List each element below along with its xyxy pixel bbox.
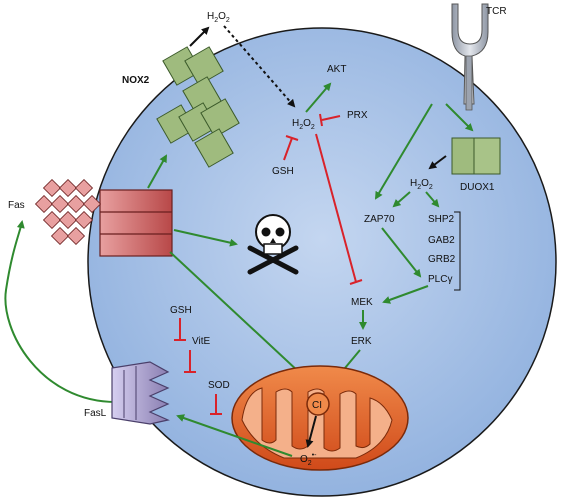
nox2-to-h2o2-arrow: [189, 26, 210, 47]
vite-inhibition-bar: [184, 350, 196, 373]
adaptor-complex-bracket: [454, 211, 461, 291]
duox1-to-h2o2-arrow: [428, 155, 447, 170]
skull-and-crossbones-icon: [247, 214, 299, 275]
fasl-ligand-icon: [111, 361, 170, 425]
tcr-receptor-icon: [451, 3, 489, 111]
sod-label: SOD: [208, 380, 230, 391]
fas-to-death-arrow: [173, 229, 238, 247]
tcr-to-duox1-arrow: [445, 103, 474, 132]
prx-label: PRX: [347, 110, 368, 121]
tcr-label: TCR: [486, 6, 507, 17]
ci-to-superoxide-arrow: [305, 415, 317, 448]
mitochondrion-icon: [231, 365, 409, 471]
h2o2-to-zap70-arrow: [392, 191, 411, 208]
zap70-to-plcg-arrow: [381, 227, 422, 278]
h2o2-to-akt-arrow: [305, 82, 332, 113]
h2o2-center-label: H2O2: [292, 118, 315, 131]
gab2-label: GAB2: [428, 235, 455, 246]
fas-receptor-icon: [34, 178, 173, 257]
gsh-bottom-label: GSH: [170, 305, 192, 316]
h2o2-top-label: H2O2: [207, 11, 230, 24]
nox2-enzyme-icon: [156, 46, 240, 168]
fas-to-nox2-arrow: [147, 154, 167, 189]
plcg-to-mek-arrow: [382, 285, 429, 304]
superoxide-label: O2•-: [300, 452, 317, 467]
duox1-enzyme-icon: [451, 137, 501, 175]
h2o2-right-label: H2O2: [410, 178, 433, 191]
vite-label: VitE: [192, 336, 210, 347]
prx-inhibits-h2o2: [319, 113, 341, 127]
ci-label: CI: [312, 400, 322, 411]
nox2-label: NOX2: [122, 75, 150, 86]
erk-label: ERK: [351, 336, 372, 347]
complex-i-node: [306, 392, 330, 416]
superoxide-to-fasl-arrow: [176, 414, 293, 457]
h2o2-to-shp2-arrow: [425, 191, 440, 208]
gsh-inhibition-bar: [174, 318, 186, 341]
sod-inhibition-bar: [210, 394, 222, 415]
zap70-label: ZAP70: [364, 214, 395, 225]
gsh-inhibits-h2o2: [283, 135, 299, 161]
akt-label: AKT: [327, 64, 346, 75]
tcr-to-zap70-arrow: [374, 103, 433, 200]
fasl-to-fas-feedback-arrow: [4, 220, 117, 403]
fas-to-mitochondria-arrow: [169, 251, 316, 388]
grb2-label: GRB2: [428, 254, 456, 265]
duox1-label: DUOX1: [460, 182, 495, 193]
gsh-top-label: GSH: [272, 166, 294, 177]
fasl-label: FasL: [84, 408, 107, 419]
fas-label: Fas: [8, 200, 25, 211]
mek-label: MEK: [351, 297, 373, 308]
plcg-label: PLCγ: [428, 274, 452, 285]
h2o2-inhibits-mek: [315, 133, 363, 285]
shp2-label: SHP2: [428, 214, 455, 225]
